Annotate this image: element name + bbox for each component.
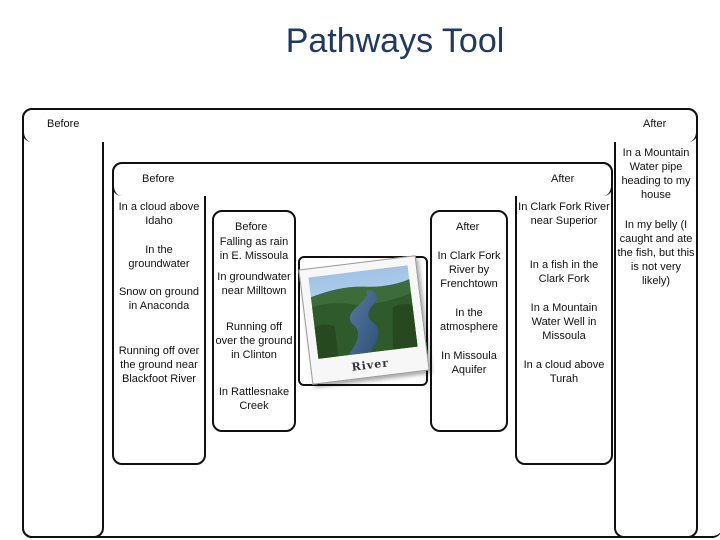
middle-top-band [112,162,613,196]
inner-before-item: In groundwater near Milltown [217,271,291,297]
river-photo-caption: River [350,356,390,374]
outer-after-label: After [643,118,667,130]
inner-after-item: In the atmosphere [439,307,499,333]
inner-before-item: Falling as rain in E. Missoula [219,236,289,262]
river-landscape-image [308,265,418,359]
middle-before-item: Snow on ground in Anaconda [118,286,200,312]
middle-before-item: In a cloud above Idaho [118,201,200,227]
middle-left-column [112,162,206,465]
outer-top-band [22,108,698,142]
inner-left-column [212,210,296,432]
middle-after-item: In a fish in the Clark Fork [529,259,599,285]
outer-before-label: Before [47,118,80,130]
inner-before-item: Running off over the ground in Clinton [215,321,293,361]
inner-before-label: Before [235,221,268,233]
outer-after-item: In a Mountain Water pipe heading to my h… [621,147,691,201]
page-title: Pathways Tool [285,22,505,60]
outer-right-column [614,108,698,538]
river-photo: River [298,255,430,385]
middle-after-item: In Clark Fork River near Superior [518,201,610,227]
middle-after-item: In a Mountain Water Well in Missoula [530,302,598,342]
middle-before-item: In the groundwater [128,244,190,270]
inner-after-label: After [456,221,480,233]
middle-after-label: After [551,173,575,185]
middle-right-column [515,162,613,465]
outer-left-column [22,108,104,538]
middle-before-item: Running off over the ground near Blackfo… [118,345,200,385]
inner-after-item: In Clark Fork River by Frenchtown [437,250,501,290]
inner-after-item: In Missoula Aquifer [441,350,497,376]
outer-after-item: In my belly (I caught and ate the fish, … [617,219,695,287]
middle-after-item: In a cloud above Turah [523,359,605,385]
inner-before-item: In Rattlesnake Creek [218,386,290,412]
middle-before-label: Before [142,173,175,185]
inner-right-column [430,210,508,432]
